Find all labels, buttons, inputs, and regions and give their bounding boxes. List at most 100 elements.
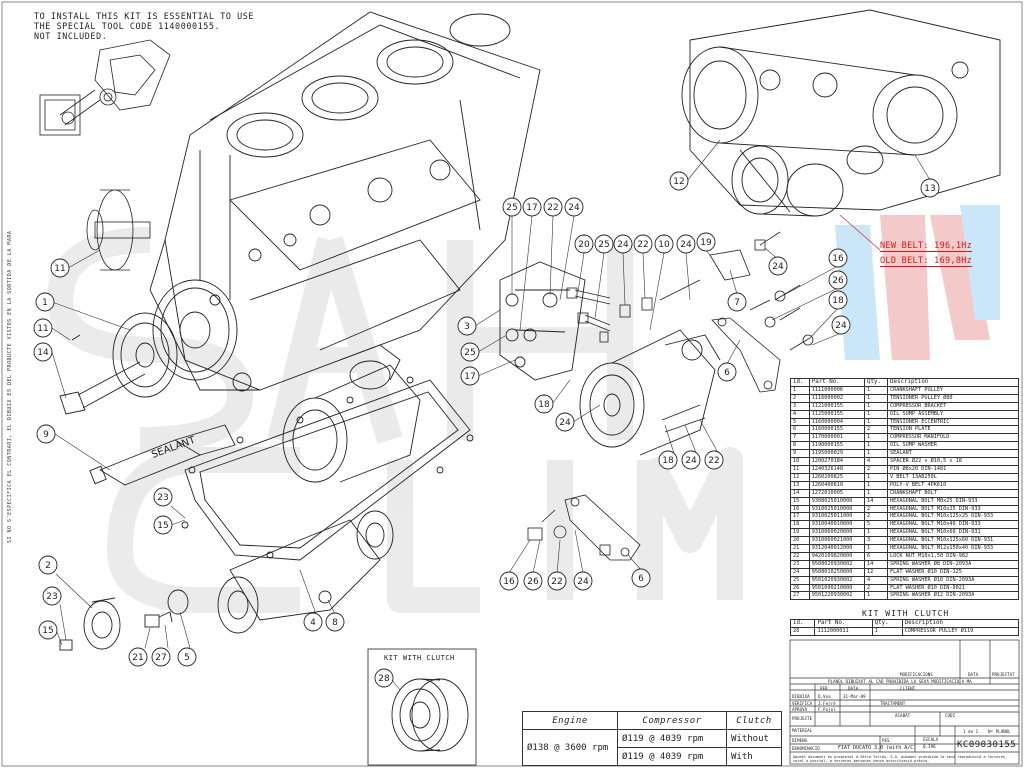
tb-data: DATA [968,672,979,677]
part-id: 14 [790,488,810,498]
part-description: SPRING WASHER Ø10 DIN-2093A [887,575,1019,585]
callout-number: 18 [662,456,674,466]
special-tool-drawing [39,39,171,136]
part-number: 9310040010000 [808,520,866,530]
callout-balloon: 26 [523,571,543,591]
callout-balloon: 24 [613,234,633,254]
part-description: SEALANT [887,449,1019,459]
callout-number: 22 [708,456,719,466]
kit-col-qty: Qty. [871,619,903,628]
watermark-stripes [835,205,1000,360]
tb-aprova-name: F.Pujol [818,707,836,712]
callout-circle [654,234,674,254]
kit-col-id: Id. [789,619,816,628]
callout-balloon: 18 [534,394,554,414]
tb-planol-label: Nº PLANOL [988,729,1011,734]
part-number: 9420109820000 [808,551,866,561]
part-id: 2 [790,393,810,403]
callout-number: 17 [464,372,475,382]
compressor-on-engine [282,344,421,483]
callout-balloon: 24 [681,450,701,470]
crankshaft-bolt-drawing [59,334,146,415]
install-note: TO INSTALL THIS KIT IS ESSENTIAL TO USE … [34,11,255,41]
callout-circle [374,668,394,688]
callout-circle [658,450,678,470]
callout-balloon: 20 [574,234,594,254]
col-id: Id. [790,378,810,387]
part-id: 23 [790,559,810,569]
drawing-side-note: SI NO S'ESPECIFICA EL CONTRARI, EL DIBUI… [7,230,13,543]
part-description: TENSION PLATE [887,425,1019,435]
callout-number: 13 [924,184,935,194]
callout-circle [35,292,55,312]
callout-number: 15 [157,521,168,531]
callout-number: 6 [638,574,644,584]
tension-plate [711,317,781,393]
callout-number: 24 [772,262,784,272]
callout-balloon: 16 [499,571,519,591]
part-qty: 5 [864,520,888,530]
tb-footer: Aquest document es propietat d'Zétra Ter… [793,755,1008,764]
part-description: LOCK NUT M10x1,50 DIN-982 [887,551,1019,561]
part-id: 25 [790,575,810,585]
part-number: 9312040012000 [808,544,866,553]
part-description: SPRING WASHER Ø12 DIN-2093A [887,591,1019,601]
part-number: 1200270184 [808,457,866,466]
callout-number: 23 [46,592,57,602]
part-id: 17 [790,512,810,522]
tension-plate-lower [527,494,641,561]
part-id: 10 [790,457,810,466]
tb-verifica: VERIFICA [792,701,813,706]
tb-denominacio-value: FIAT DUCATO 3.0 (with A/C) [838,745,917,751]
part-description: COMPRESSOR MANIFOLD [887,433,1019,443]
callout-circle [38,620,58,640]
callout-circle [457,316,477,336]
callout-circle [768,256,788,276]
callout-number: 28 [378,674,390,684]
callout-circle [676,234,696,254]
callout-circle [36,424,56,444]
callout-balloon: 27 [151,647,171,667]
part-id: 27 [790,591,810,601]
callout-circle [33,318,53,338]
part-qty: 1 [864,488,888,498]
callout-number: 14 [37,348,49,358]
part-number: 9310025010000 [808,504,866,514]
callout-circle [828,248,848,268]
callout-balloon: 7 [727,292,747,312]
callout-number: 24 [680,240,692,250]
tb-material: MATERIAL [792,728,813,733]
callout-balloon: 15 [38,620,58,640]
part-number: 1111000006 [808,385,866,395]
part-number: 9501090210000 [808,583,866,593]
spec-clutch-without: Without [726,729,782,748]
callout-circle [547,571,567,591]
callout-number: 24 [577,577,589,587]
part-qty: 6 [864,551,888,561]
callout-circle [727,292,747,312]
kit-with-clutch-table: Id. Part No. Qty. Description 28 1112000… [789,619,1020,636]
callout-number: 5 [184,653,190,663]
spec-compressor-speed-clutch: Ø119 @ 4039 rpm [617,747,727,766]
callout-circle [564,197,584,217]
callout-balloon: 22 [547,571,567,591]
tb-projecte: PROJECTE [792,716,813,721]
part-id: 12 [790,472,810,482]
part-description: HEXAGONAL BOLT M10x60 DIN-931 [887,528,1019,538]
tensioner-pulley [59,589,189,651]
part-id: 20 [790,536,810,546]
callout-circle [151,647,171,667]
part-description: COMPRESSOR BRACKET [887,401,1019,411]
tb-modifications: MODIFICACIONS [900,672,933,677]
callout-circle [460,342,480,362]
tb-dimens: DIMENS [792,738,808,743]
kit-with-clutch-box [367,648,477,766]
crankshaft-pulley [112,279,252,398]
